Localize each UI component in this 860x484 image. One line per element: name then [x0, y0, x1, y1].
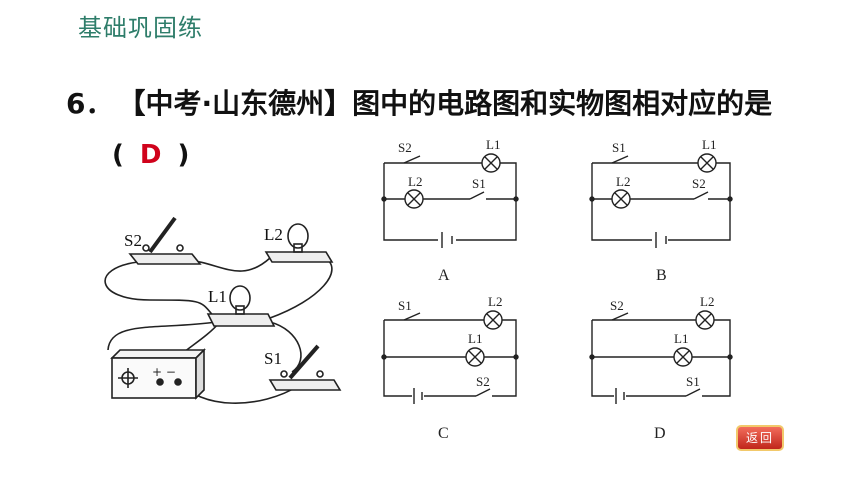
photo-label-s1: S1: [264, 349, 282, 368]
a-mid-lamp-label: L2: [408, 174, 422, 189]
d-bot-switch-label: S1: [686, 374, 700, 389]
photo-label-s2: S2: [124, 231, 142, 250]
a-top-switch-label: S2: [398, 140, 412, 155]
d-top-switch-label: S2: [610, 298, 624, 313]
b-top-lamp-label: L1: [702, 137, 716, 152]
a-mid-switch-label: S1: [472, 176, 486, 191]
circuit-c: [381, 310, 519, 404]
a-top-lamp-label: L1: [486, 137, 500, 152]
d-top-lamp-label: L2: [700, 294, 714, 309]
c-mid-lamp-label: L1: [468, 331, 482, 346]
circuit-a: [381, 153, 519, 248]
question-stem: 【中考·山东德州】图中的电路图和实物图相对应的是: [131, 87, 773, 120]
circuit-d: [589, 310, 733, 404]
option-c-label: C: [438, 425, 449, 442]
question-text: 6． 【中考·山东德州】图中的电路图和实物图相对应的是: [66, 82, 772, 122]
question-number: 6．: [66, 87, 114, 120]
photo-label-l1: L1: [208, 287, 227, 306]
d-mid-lamp-label: L1: [674, 331, 688, 346]
b-top-switch-label: S1: [612, 140, 626, 155]
option-b-label: B: [656, 267, 667, 284]
b-mid-switch-label: S2: [692, 176, 706, 191]
back-button[interactable]: 返回: [736, 425, 784, 451]
paren-close: ): [177, 140, 190, 170]
option-a-label: A: [438, 267, 450, 284]
photo-label-l2: L2: [264, 225, 283, 244]
b-mid-lamp-label: L2: [616, 174, 630, 189]
circuit-b: [589, 153, 733, 248]
apparatus-photo: + −: [104, 216, 342, 404]
paren-open: (: [112, 140, 124, 170]
c-bot-switch-label: S2: [476, 374, 490, 389]
c-top-lamp-label: L2: [488, 294, 502, 309]
answer-line: ( D): [112, 140, 189, 170]
option-d-label: D: [654, 425, 666, 442]
answer-value: D: [139, 140, 162, 170]
section-title: 基础巩固练: [78, 14, 203, 42]
c-top-switch-label: S1: [398, 298, 412, 313]
svg-text:+ −: + −: [152, 365, 176, 379]
